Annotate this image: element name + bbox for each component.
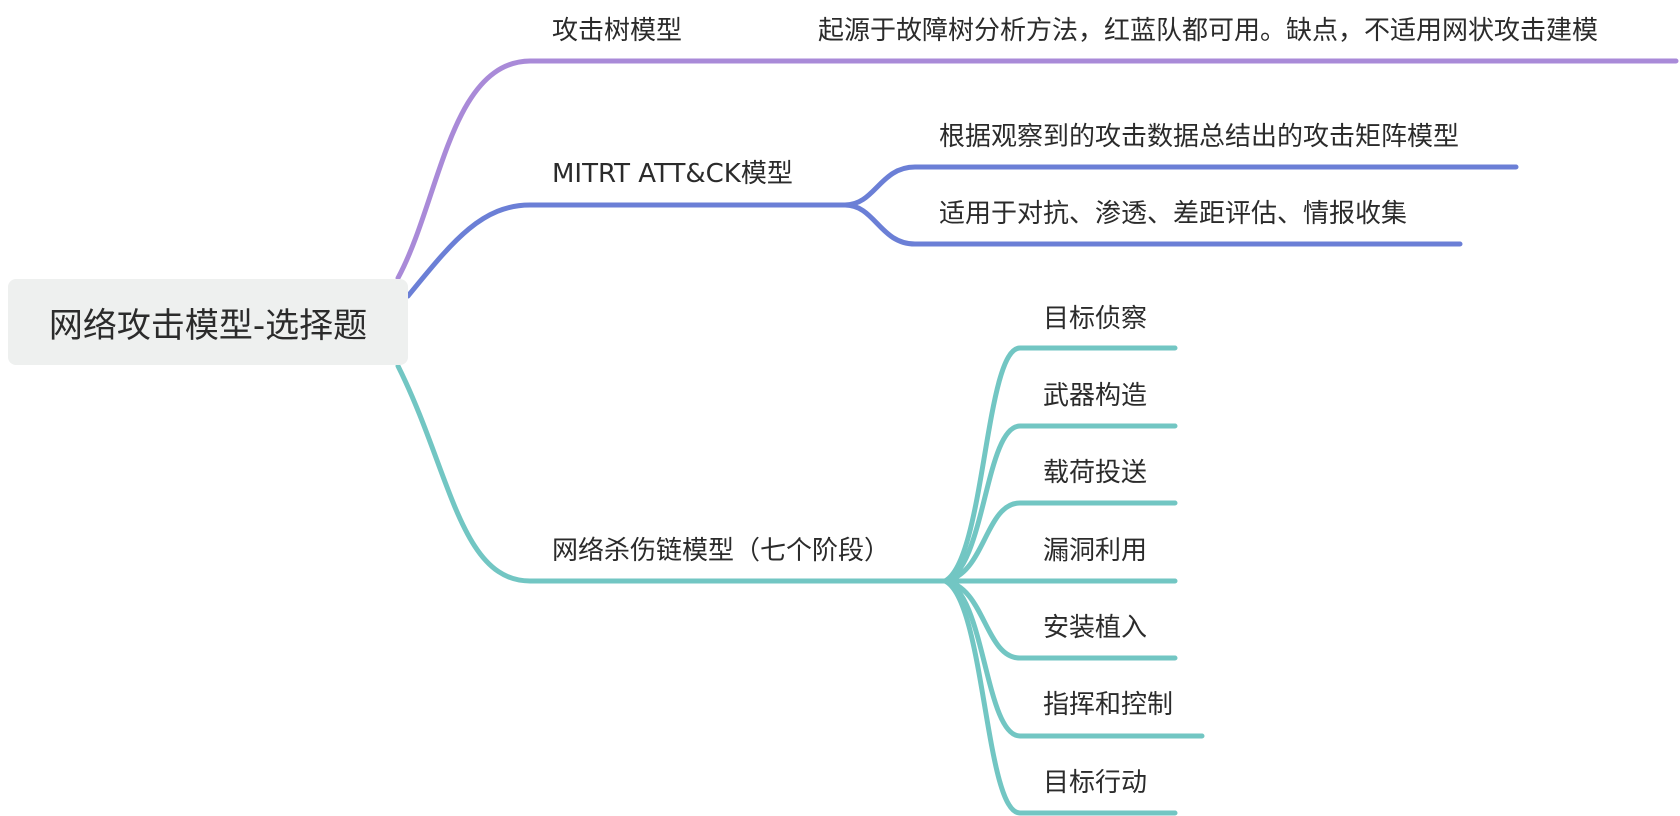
subtopic-kill-chain-stage-5[interactable]: 安装植入 <box>1043 613 1148 643</box>
connector-kill-chain-child-2 <box>942 423 1178 584</box>
connector-kill-chain-child-6 <box>942 578 1205 739</box>
connector-root-mitre <box>405 202 848 299</box>
connector-kill-chain-child-5 <box>942 578 1178 661</box>
connector-mitre-child-1 <box>842 164 1519 208</box>
connector-kill-chain-child-7 <box>942 578 1178 816</box>
topic-attack-tree[interactable]: 攻击树模型 <box>552 16 683 46</box>
connector-root-attack-tree <box>395 58 1679 281</box>
subtopic-kill-chain-stage-7[interactable]: 目标行动 <box>1043 768 1148 798</box>
subtopic-kill-chain-stage-3[interactable]: 载荷投送 <box>1043 458 1148 488</box>
connector-mitre-child-2 <box>842 202 1463 247</box>
connector-kill-chain-child-1 <box>942 345 1178 584</box>
root-topic-label: 网络攻击模型-选择题 <box>48 305 368 346</box>
subtopic-kill-chain-stage-4[interactable]: 漏洞利用 <box>1043 536 1148 566</box>
topic-cyber-kill-chain[interactable]: 网络杀伤链模型（七个阶段） <box>552 536 891 566</box>
subtopic-mitre-use-cases[interactable]: 适用于对抗、渗透、差距评估、情报收集 <box>939 199 1408 229</box>
subtopic-kill-chain-stage-2[interactable]: 武器构造 <box>1043 381 1148 411</box>
subtopic-mitre-matrix-model[interactable]: 根据观察到的攻击数据总结出的攻击矩阵模型 <box>939 122 1460 152</box>
root-topic[interactable]: 网络攻击模型-选择题 <box>8 279 408 365</box>
subtopic-kill-chain-stage-1[interactable]: 目标侦察 <box>1043 304 1148 334</box>
connector-kill-chain-child-3 <box>942 500 1178 584</box>
connector-root-kill-chain <box>395 363 948 584</box>
subtopic-kill-chain-stage-6[interactable]: 指挥和控制 <box>1043 690 1174 720</box>
subtopic-attack-tree-description[interactable]: 起源于故障树分析方法，红蓝队都可用。缺点，不适用网状攻击建模 <box>818 16 1599 46</box>
topic-mitre-attack[interactable]: MITRT ATT&CK模型 <box>552 159 793 189</box>
